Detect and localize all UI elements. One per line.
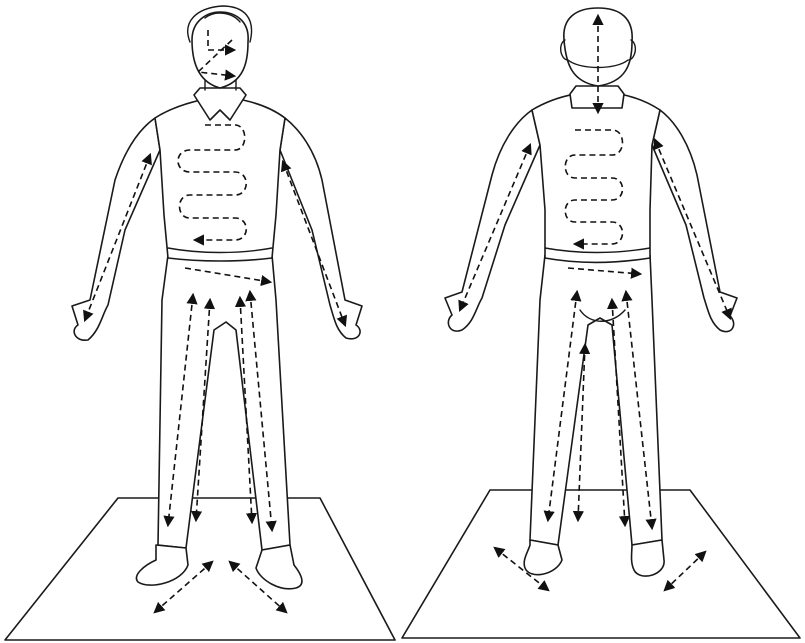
back-right-shoe (632, 540, 665, 576)
back-collar (570, 86, 624, 108)
back-right-arm (652, 110, 737, 332)
front-left-arm (72, 118, 160, 340)
front-right-arm (280, 118, 362, 339)
back-view-figure (402, 8, 800, 638)
back-floor-mat (402, 490, 800, 638)
front-floor-mat (5, 498, 395, 640)
front-view-figure (5, 6, 395, 640)
front-sweater (155, 98, 285, 261)
back-left-arm (445, 110, 540, 331)
